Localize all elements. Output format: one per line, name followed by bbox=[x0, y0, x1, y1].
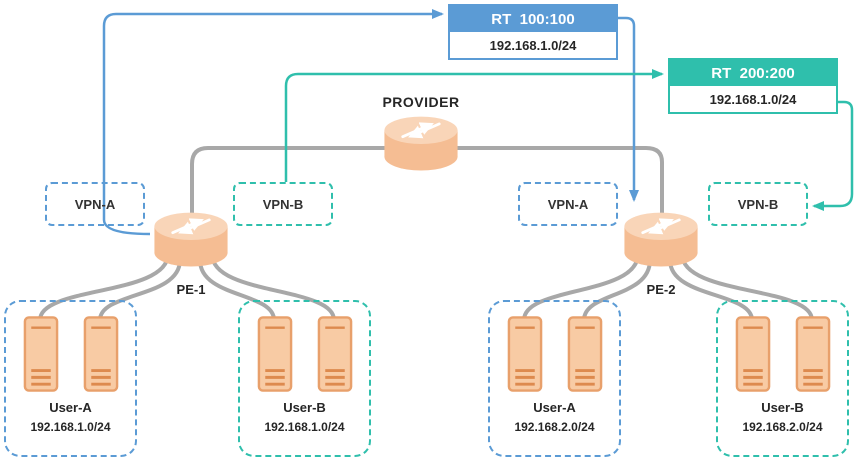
user-group-b-right: User-B 192.168.2.0/24 bbox=[716, 300, 849, 457]
rt-100-subnet: 192.168.1.0/24 bbox=[450, 32, 616, 58]
server-row bbox=[256, 316, 353, 392]
link-pe2-usera-server1 bbox=[522, 252, 640, 322]
arrow-vpnb-export-rt200 bbox=[284, 69, 664, 182]
server-icon bbox=[316, 316, 353, 392]
link-pe1-usera-server1 bbox=[38, 252, 170, 322]
group-subnet: 192.168.2.0/24 bbox=[742, 420, 823, 434]
server-icon bbox=[82, 316, 119, 392]
link-pe1-userb-server1 bbox=[198, 258, 276, 322]
group-label: User-A bbox=[49, 400, 92, 415]
pe2-router-icon bbox=[613, 208, 709, 272]
link-pe1-usera-server2 bbox=[98, 258, 182, 322]
link-pe1-provider bbox=[190, 146, 412, 218]
user-group-a-right: User-A 192.168.2.0/24 bbox=[488, 300, 621, 457]
group-label: User-A bbox=[533, 400, 576, 415]
rt-200-title: RT 200:200 bbox=[670, 60, 836, 86]
link-pe2-userb-server2 bbox=[680, 252, 814, 322]
server-icon bbox=[566, 316, 603, 392]
server-row bbox=[22, 316, 119, 392]
server-icon bbox=[794, 316, 831, 392]
rt-100-title: RT 100:100 bbox=[450, 6, 616, 32]
server-icon bbox=[734, 316, 771, 392]
link-pe2-userb-server1 bbox=[668, 258, 754, 322]
group-subnet: 192.168.2.0/24 bbox=[514, 420, 595, 434]
arrow-rt200-import-vpnb bbox=[812, 100, 854, 211]
arrow-pe1-export-rt100 bbox=[102, 9, 444, 236]
pe2-label: PE-2 bbox=[646, 282, 676, 297]
group-label: User-B bbox=[283, 400, 326, 415]
server-row bbox=[506, 316, 603, 392]
group-subnet: 192.168.1.0/24 bbox=[264, 420, 345, 434]
rt-200-box: RT 200:200 192.168.1.0/24 bbox=[668, 58, 838, 114]
arrow-rt100-import-pe2 bbox=[618, 16, 639, 202]
vpn-b-right-box: VPN-B bbox=[708, 182, 808, 226]
server-icon bbox=[22, 316, 59, 392]
server-icon bbox=[256, 316, 293, 392]
vpn-a-left-box: VPN-A bbox=[45, 182, 145, 226]
rt-100-box: RT 100:100 192.168.1.0/24 bbox=[448, 4, 618, 60]
pe1-router-icon bbox=[143, 208, 239, 272]
rt-200-subnet: 192.168.1.0/24 bbox=[670, 86, 836, 112]
pe1-label: PE-1 bbox=[176, 282, 206, 297]
group-subnet: 192.168.1.0/24 bbox=[30, 420, 111, 434]
user-group-a-left: User-A 192.168.1.0/24 bbox=[4, 300, 137, 457]
vpn-a-right-box: VPN-A bbox=[518, 182, 618, 226]
provider-label: PROVIDER bbox=[382, 94, 460, 110]
link-pe2-provider bbox=[430, 146, 664, 218]
link-pe2-usera-server2 bbox=[582, 258, 652, 322]
group-label: User-B bbox=[761, 400, 804, 415]
server-row bbox=[734, 316, 831, 392]
vpn-b-left-box: VPN-B bbox=[233, 182, 333, 226]
provider-router-icon bbox=[373, 112, 469, 176]
server-icon bbox=[506, 316, 543, 392]
link-pe1-userb-server2 bbox=[210, 252, 336, 322]
user-group-b-left: User-B 192.168.1.0/24 bbox=[238, 300, 371, 457]
